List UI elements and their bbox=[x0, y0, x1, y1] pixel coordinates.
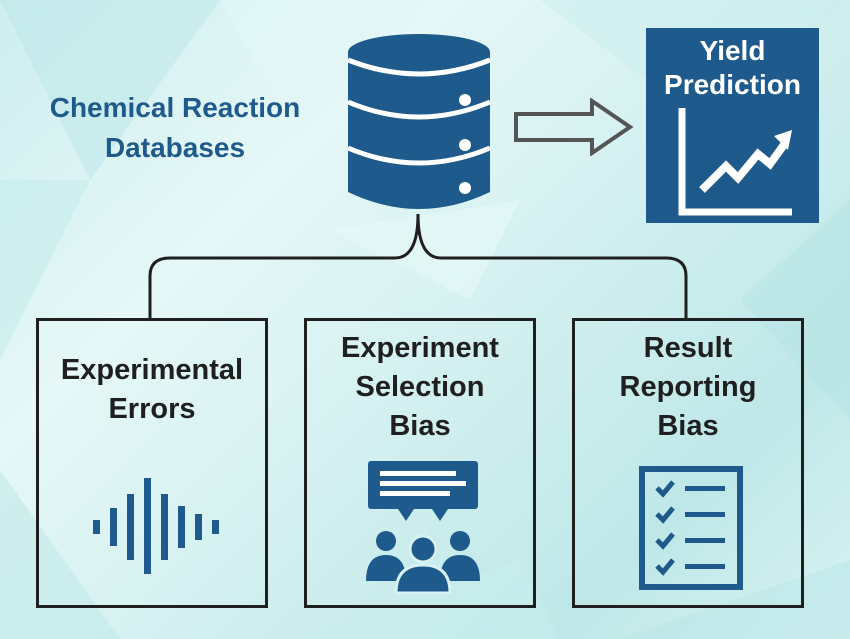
card-2-line-3: Bias bbox=[389, 410, 451, 442]
card-3-line-2: Reporting bbox=[619, 371, 757, 403]
card-title-result-reporting-bias: Result Reporting Bias bbox=[575, 329, 801, 446]
group-discussion-icon bbox=[366, 461, 480, 594]
yield-title-line-1: Yield bbox=[699, 35, 766, 66]
card-result-reporting-bias: Result Reporting Bias bbox=[572, 318, 804, 608]
card-2-line-2: Selection bbox=[355, 371, 485, 403]
checklist-icon bbox=[639, 466, 743, 590]
card-title-experimental-errors: Experimental Errors bbox=[39, 351, 265, 429]
trend-up-chart-icon bbox=[678, 108, 792, 216]
yield-prediction-box: Yield Prediction bbox=[646, 28, 819, 223]
right-arrow-icon bbox=[514, 98, 634, 156]
card-experimental-errors: Experimental Errors bbox=[36, 318, 268, 608]
card-1-line-2: Errors bbox=[108, 393, 196, 425]
db-title-line-1: Chemical Reaction bbox=[49, 92, 301, 123]
yield-title-line-2: Prediction bbox=[664, 69, 801, 100]
card-2-line-1: Experiment bbox=[341, 332, 499, 364]
sound-wave-icon bbox=[93, 478, 219, 574]
card-title-experiment-selection-bias: Experiment Selection Bias bbox=[307, 329, 533, 446]
chemical-reaction-databases-title: Chemical Reaction Databases bbox=[20, 88, 330, 168]
db-title-line-2: Databases bbox=[104, 132, 246, 163]
card-3-line-1: Result bbox=[643, 332, 733, 364]
database-icon bbox=[347, 34, 491, 209]
card-experiment-selection-bias: Experiment Selection Bias bbox=[304, 318, 536, 608]
card-1-line-1: Experimental bbox=[60, 354, 244, 386]
card-3-line-3: Bias bbox=[657, 410, 719, 442]
yield-prediction-title: Yield Prediction bbox=[646, 34, 819, 102]
